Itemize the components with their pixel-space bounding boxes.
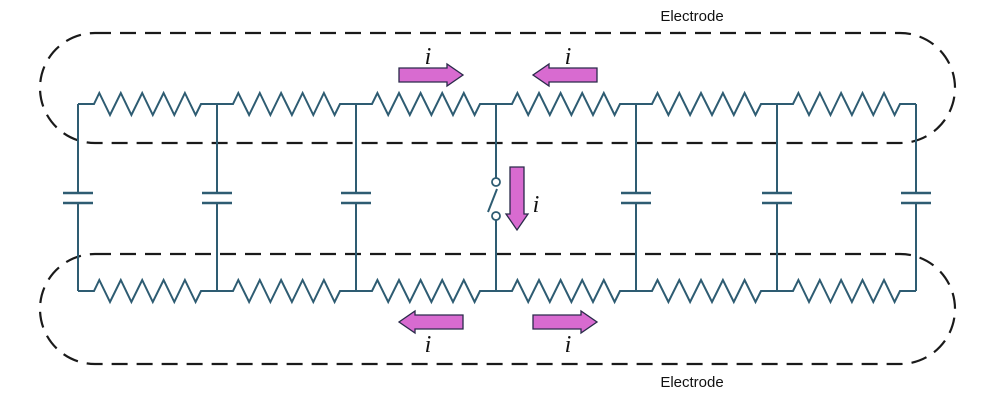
capacitor-4 bbox=[621, 104, 651, 291]
electrode-label-bottom: Electrode bbox=[660, 374, 723, 391]
resistor-top-6 bbox=[777, 90, 916, 118]
current-label-bottom-left: i bbox=[425, 332, 432, 358]
electrode-top-outline bbox=[38, 31, 957, 145]
electrode-bottom-outline bbox=[38, 252, 957, 366]
resistor-top-1 bbox=[78, 90, 217, 118]
capacitor-2 bbox=[202, 104, 232, 291]
resistor-top-3 bbox=[356, 90, 496, 118]
switch-terminal-bottom bbox=[491, 211, 501, 221]
switch-terminal-top bbox=[491, 177, 501, 187]
capacitor-1 bbox=[63, 104, 93, 291]
resistor-top-2 bbox=[217, 90, 356, 118]
current-arrow-top-left bbox=[398, 62, 465, 88]
capacitor-5 bbox=[762, 104, 792, 291]
current-arrow-bottom-right bbox=[532, 309, 599, 335]
resistor-bottom-6 bbox=[777, 277, 916, 305]
capacitor-3 bbox=[341, 104, 371, 291]
current-label-switch: i bbox=[533, 192, 540, 218]
current-arrow-top-right bbox=[531, 62, 598, 88]
resistor-top-5 bbox=[636, 90, 777, 118]
resistor-bottom-2 bbox=[217, 277, 356, 305]
electrode-label-top: Electrode bbox=[660, 8, 723, 25]
switch-blade bbox=[487, 188, 498, 213]
resistor-bottom-3 bbox=[356, 277, 496, 305]
current-arrow-bottom-left bbox=[397, 309, 464, 335]
current-arrow-switch bbox=[504, 166, 530, 232]
circuit-wiring bbox=[63, 90, 931, 305]
resistor-bottom-1 bbox=[78, 277, 217, 305]
current-label-bottom-right: i bbox=[565, 332, 572, 358]
current-arrows bbox=[397, 62, 599, 335]
resistor-top-4 bbox=[496, 90, 636, 118]
switch-branch bbox=[487, 104, 501, 291]
resistor-bottom-5 bbox=[636, 277, 777, 305]
capacitor-6 bbox=[901, 104, 931, 291]
current-label-top-right: i bbox=[565, 44, 572, 70]
current-label-top-left: i bbox=[425, 44, 432, 70]
electrodes bbox=[38, 31, 957, 366]
resistor-bottom-4 bbox=[496, 277, 636, 305]
